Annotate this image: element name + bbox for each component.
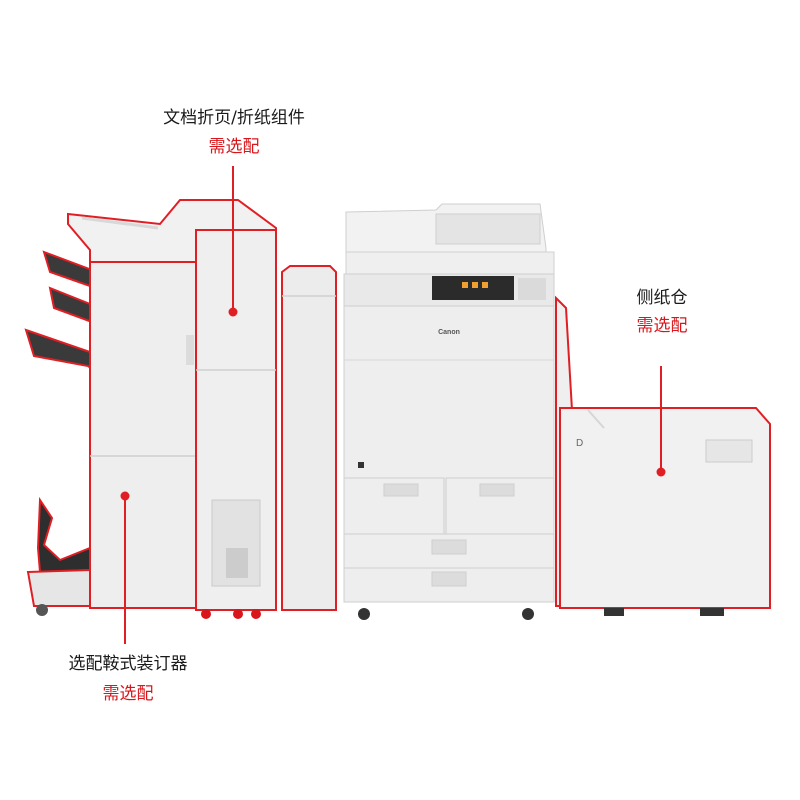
side-tray-note: 需选配 xyxy=(636,316,688,336)
folding-unit xyxy=(67,199,277,619)
buffer-unit xyxy=(281,265,337,611)
callout-leaders xyxy=(120,166,666,644)
svg-text:D: D xyxy=(576,438,583,449)
finisher-body xyxy=(89,261,197,609)
folding-unit-title: 文档折页/折纸组件 xyxy=(163,108,305,128)
paper-drawers xyxy=(343,477,555,603)
main-copier: Canon xyxy=(343,203,555,620)
saddle-finisher-note: 需选配 xyxy=(102,684,154,704)
booklet-tray xyxy=(26,496,91,616)
saddle-finisher xyxy=(24,250,197,616)
side-tray-title: 侧纸仓 xyxy=(636,288,688,308)
folding-unit-note: 需选配 xyxy=(208,137,260,157)
copier-body xyxy=(343,305,555,603)
canon-logo: Canon xyxy=(438,329,460,336)
side-paper-deck: D xyxy=(555,295,771,616)
saddle-finisher-title: 选配鞍式装订器 xyxy=(68,654,188,674)
